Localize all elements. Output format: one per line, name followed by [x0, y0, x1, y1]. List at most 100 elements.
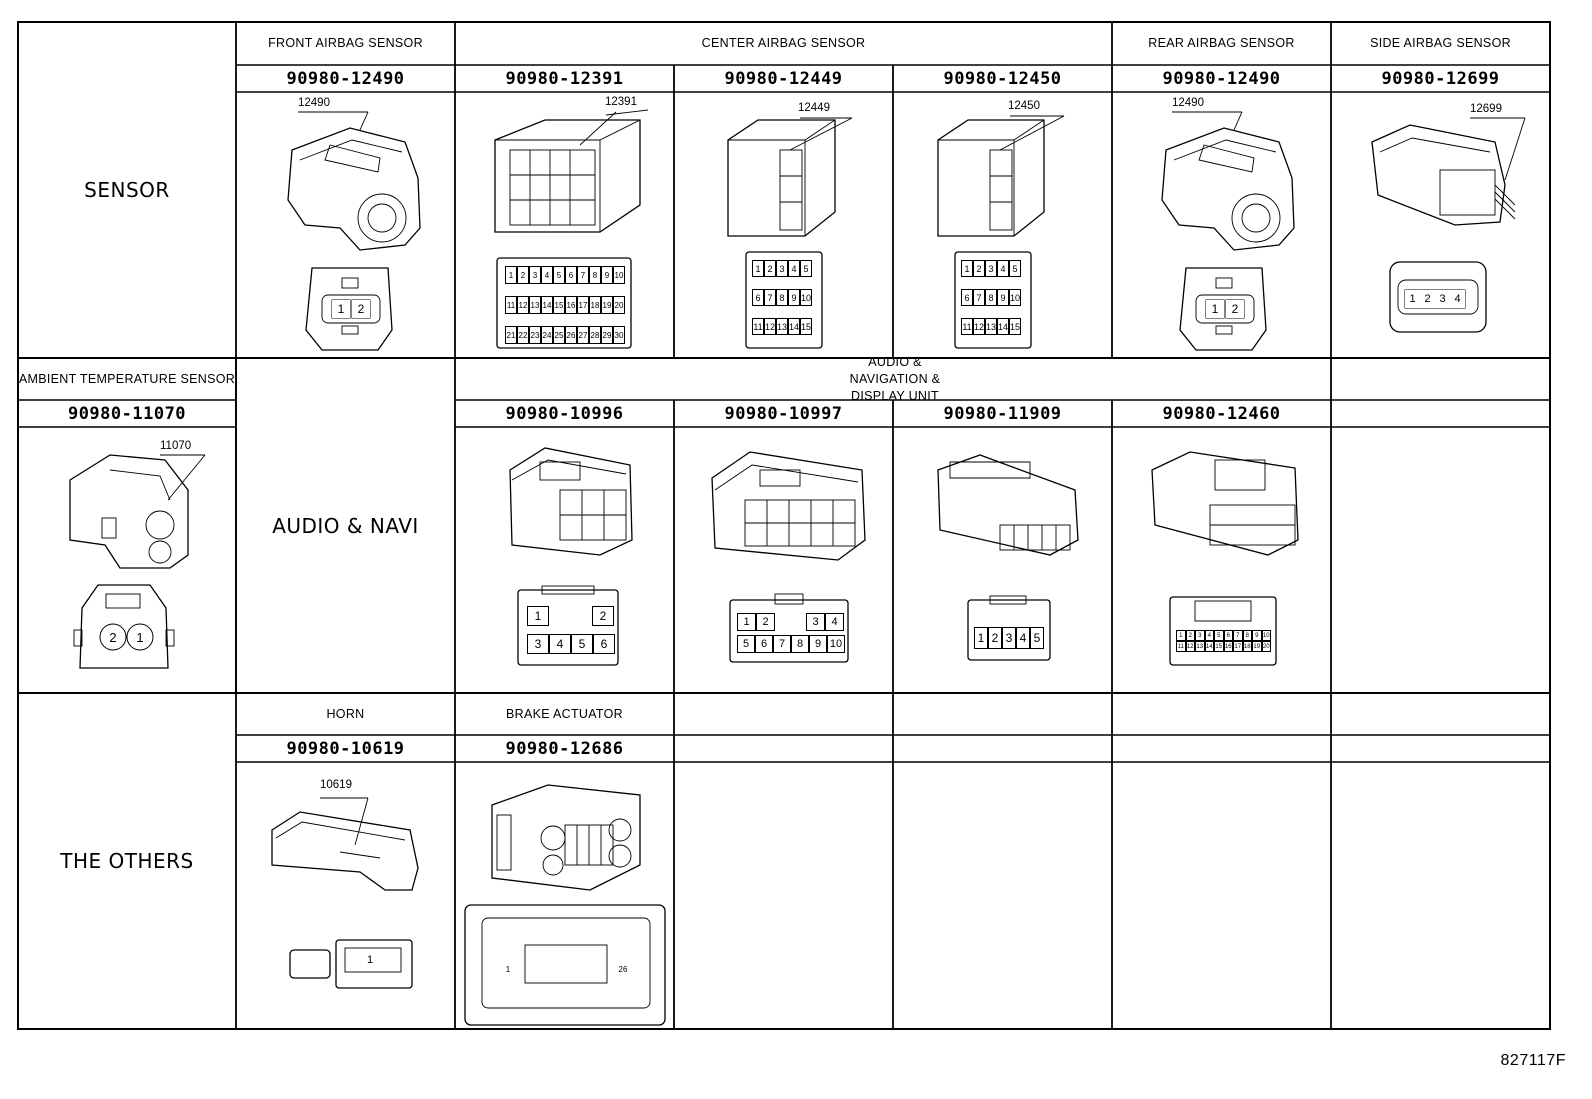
pin-audio4: 6	[1223, 630, 1233, 641]
pin-horn: 1	[360, 950, 380, 970]
pin-center2: 10	[800, 289, 812, 306]
pin-center3: 6	[961, 289, 973, 306]
pin-audio2: 10	[827, 635, 845, 653]
pin-center1: 28	[589, 326, 601, 344]
pin-audio4: 14	[1204, 641, 1214, 652]
header-brake-actuator: BRAKE ACTUATOR	[506, 706, 623, 721]
pin-audio1: 5	[571, 634, 593, 654]
header-horn: HORN	[326, 706, 365, 721]
pin-center3: 14	[997, 318, 1009, 335]
pin-center2: 13	[776, 318, 788, 335]
pin-audio4: 1	[1176, 630, 1186, 641]
pin-center1: 27	[577, 326, 589, 344]
part-number-side: 90980-12699	[1381, 68, 1500, 89]
pin-center3: 7	[973, 289, 985, 306]
side-connector-iso-drawing	[1371, 117, 1526, 226]
pin-center3: 4	[997, 260, 1009, 277]
pin-center1: 10	[613, 266, 625, 284]
pin-audio4: 16	[1223, 641, 1233, 652]
pin-center2: 12	[764, 318, 776, 335]
pin-center3: 10	[1009, 289, 1021, 306]
pin-audio2: 6	[755, 635, 773, 653]
audio2-connector-iso-drawing	[711, 451, 866, 561]
center3-connector-iso-drawing	[937, 115, 1065, 237]
pin-audio3: 2	[988, 627, 1002, 649]
pin-audio2: 2	[756, 613, 775, 631]
pin-rear: 2	[1226, 300, 1244, 318]
horn-connector-iso-drawing	[271, 797, 419, 891]
pin-audio2: 3	[806, 613, 825, 631]
pin-center3: 8	[985, 289, 997, 306]
pin-center1: 16	[565, 296, 577, 314]
part-number-center-1: 90980-12391	[505, 68, 624, 89]
category-sensor: SENSOR	[84, 178, 170, 202]
pin-center1: 2	[517, 266, 529, 284]
pin-audio4: 18	[1242, 641, 1252, 652]
category-the-others: THE OTHERS	[60, 849, 194, 873]
header-front-airbag-sensor: FRONT AIRBAG SENSOR	[268, 36, 423, 50]
pin-audio1: 4	[549, 634, 571, 654]
code-label-center-3: 12450	[1008, 100, 1040, 112]
ambient-connector-face-drawing	[73, 584, 175, 669]
part-number-audio-1: 90980-10996	[505, 403, 624, 424]
pin-center3: 1	[961, 260, 973, 277]
pin-center1: 26	[565, 326, 577, 344]
pin-center1: 1	[505, 266, 517, 284]
pin-side: 4	[1450, 290, 1465, 308]
pin-audio2: 4	[825, 613, 844, 631]
pin-audio4: 11	[1176, 641, 1186, 652]
pin-audio4: 13	[1195, 641, 1205, 652]
pin-center2: 14	[788, 318, 800, 335]
brake-connector-face-drawing	[464, 904, 666, 1026]
pin-rear: 1	[1206, 300, 1224, 318]
part-number-center-2: 90980-12449	[724, 68, 843, 89]
pin-center1: 5	[553, 266, 565, 284]
pin-center2: 3	[776, 260, 788, 277]
header-center-airbag-sensor: CENTER AIRBAG SENSOR	[701, 36, 866, 50]
part-number-brake: 90980-12686	[505, 738, 624, 759]
code-label-front: 12490	[298, 97, 330, 109]
pin-audio4: 8	[1242, 630, 1252, 641]
pin-audio4: 20	[1261, 641, 1271, 652]
pin-center2: 15	[800, 318, 812, 335]
diagram-id: 827117F	[1500, 1052, 1566, 1069]
part-number-ambient: 90980-11070	[67, 403, 187, 424]
pin-audio4: 2	[1185, 630, 1195, 641]
pin-audio3: 3	[1002, 627, 1016, 649]
pin-audio2: 7	[773, 635, 791, 653]
pin-center3: 3	[985, 260, 997, 277]
pin-center3: 15	[1009, 318, 1021, 335]
pin-center2: 4	[788, 260, 800, 277]
outer-frame	[17, 21, 1551, 1030]
pin-center2: 11	[752, 318, 764, 335]
pin-audio2: 1	[737, 613, 756, 631]
code-label-horn: 10619	[320, 779, 352, 791]
pin-center1: 13	[529, 296, 541, 314]
code-label-rear: 12490	[1172, 97, 1204, 109]
part-number-front: 90980-12490	[286, 68, 405, 89]
pin-center3: 2	[973, 260, 985, 277]
pin-audio1: 6	[593, 634, 615, 654]
pin-audio4: 7	[1233, 630, 1243, 641]
center1-connector-iso-drawing	[494, 109, 649, 233]
pin-center2: 5	[800, 260, 812, 277]
audio1-connector-iso-drawing	[509, 447, 633, 556]
pin-center1: 19	[601, 296, 613, 314]
pin-center1: 7	[577, 266, 589, 284]
pin-center1: 18	[589, 296, 601, 314]
pin-side: 1	[1405, 290, 1420, 308]
pin-center1: 30	[613, 326, 625, 344]
pin-center1: 9	[601, 266, 613, 284]
category-audio-navi: AUDIO & NAVI	[272, 513, 419, 538]
pin-center2: 7	[764, 289, 776, 306]
part-number-rear: 90980-12490	[1162, 68, 1281, 89]
pin-audio2: 8	[791, 635, 809, 653]
code-label-center-1: 12391	[605, 96, 637, 108]
pin-center1: 22	[517, 326, 529, 344]
pin-center1: 23	[529, 326, 541, 344]
pin-center1: 12	[517, 296, 529, 314]
pin-side: 3	[1435, 290, 1450, 308]
pin-audio1: 1	[527, 606, 549, 626]
